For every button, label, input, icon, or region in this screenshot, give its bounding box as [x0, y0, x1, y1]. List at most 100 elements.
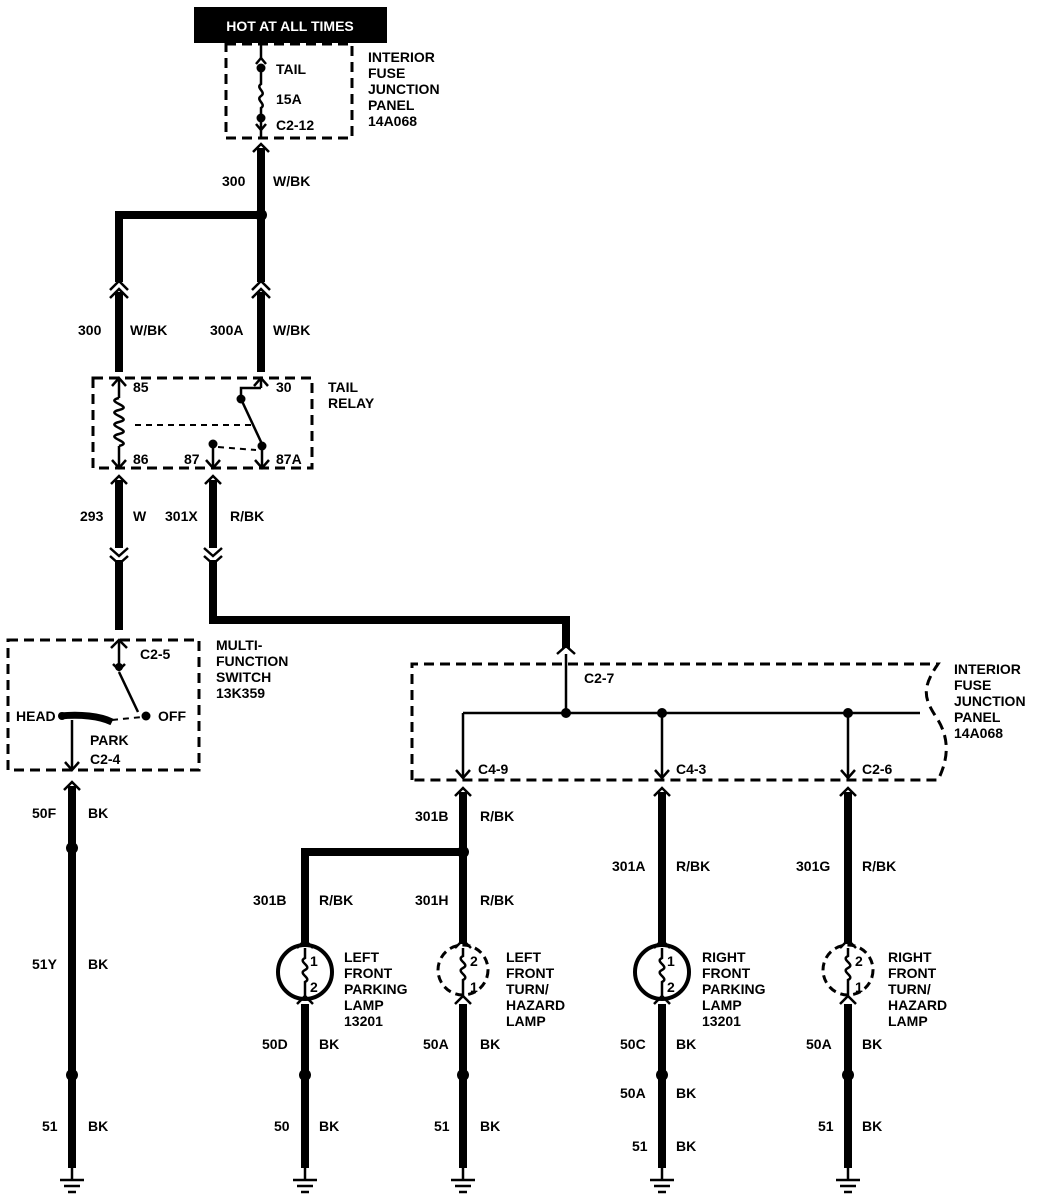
- switch-conn-top: C2-5: [140, 646, 171, 662]
- wire-50a-3-circuit: 50A: [806, 1036, 832, 1052]
- rfp-name-3: PARKING: [702, 981, 766, 997]
- rfp-pin2: 2: [667, 979, 675, 995]
- wire-50a-1-color: BK: [480, 1036, 500, 1052]
- relay-pin-85: 85: [133, 379, 149, 395]
- wire-51-b-color: BK: [480, 1118, 500, 1134]
- wire-300-feed: 300 W/BK: [115, 142, 310, 282]
- branch-301a: 301A R/BK: [612, 786, 710, 944]
- wire-50a-1-circuit: 50A: [423, 1036, 449, 1052]
- rfp-name-5: 13201: [702, 1013, 741, 1029]
- wire-51y-color: BK: [88, 956, 108, 972]
- switch-conn-bottom: C2-4: [90, 751, 121, 767]
- fuse-panel-name-4: PANEL: [368, 97, 415, 113]
- relay-name-2: RELAY: [328, 395, 375, 411]
- panel2-name-5: 14A068: [954, 725, 1003, 741]
- wire-300-left-color: W/BK: [130, 322, 167, 338]
- wire-50f-color: BK: [88, 805, 108, 821]
- switch-name-4: 13K359: [216, 685, 265, 701]
- panel2-name-1: INTERIOR: [954, 661, 1021, 677]
- relay-pin-87: 87: [184, 451, 200, 467]
- wire-50c-color: BK: [676, 1036, 696, 1052]
- switch-name-3: SWITCH: [216, 669, 271, 685]
- rft-pin2: 2: [855, 953, 863, 969]
- wire-50f-circuit: 50F: [32, 805, 57, 821]
- rfp-name-2: FRONT: [702, 965, 751, 981]
- lft-ground-wire: 50A BK 51 BK: [423, 1004, 500, 1194]
- wire-300-color: W/BK: [273, 173, 310, 189]
- wire-301x-color: R/BK: [230, 508, 264, 524]
- rfp-ground-wire: 50C BK 50A BK 51 BK: [620, 1004, 696, 1194]
- right-front-turn-hazard-lamp: 2 1 RIGHT FRONT TURN/ HAZARD LAMP: [821, 938, 947, 1029]
- lfp-name-3: PARKING: [344, 981, 408, 997]
- wire-51-a-color: BK: [88, 1118, 108, 1134]
- rft-name-3: TURN/: [888, 981, 931, 997]
- wire-51y-circuit: 51Y: [32, 956, 58, 972]
- lft-pin2: 2: [470, 953, 478, 969]
- rfp-name-4: LAMP: [702, 997, 742, 1013]
- lfp-pin1: 1: [310, 953, 318, 969]
- fuse-connector-label: C2-12: [276, 117, 314, 133]
- lfp-ground-wire: 50D BK 50 BK: [262, 1004, 339, 1194]
- rft-name-1: RIGHT: [888, 949, 932, 965]
- lft-name-1: LEFT: [506, 949, 541, 965]
- wire-50d-circuit: 50D: [262, 1036, 288, 1052]
- wire-51-b-circuit: 51: [434, 1118, 450, 1134]
- wire-301h-color: R/BK: [480, 892, 514, 908]
- wire-50a-2-circuit: 50A: [620, 1085, 646, 1101]
- rft-name-2: FRONT: [888, 965, 937, 981]
- fuse-panel-name-2: FUSE: [368, 65, 405, 81]
- wire-51-d-color: BK: [862, 1118, 882, 1134]
- switch-ground-wire: 50F BK 51Y BK 51 BK: [32, 780, 108, 1194]
- relay-pin-86: 86: [133, 451, 149, 467]
- rft-name-5: LAMP: [888, 1013, 928, 1029]
- rft-ground-wire: 50A BK 51 BK: [806, 1004, 882, 1194]
- wire-301a-color: R/BK: [676, 858, 710, 874]
- panel2-name-4: PANEL: [954, 709, 1001, 725]
- multi-function-switch: C2-5 HEAD OFF PARK C2-4 MULTI- FUNCTION …: [6, 637, 288, 772]
- lft-name-4: HAZARD: [506, 997, 565, 1013]
- wire-50a-3-color: BK: [862, 1036, 882, 1052]
- wire-301b-left-circuit: 301B: [253, 892, 286, 908]
- fuse-rating-label: 15A: [276, 91, 302, 107]
- rft-name-4: HAZARD: [888, 997, 947, 1013]
- panel2-c27: C2-7: [584, 670, 615, 686]
- lft-name-3: TURN/: [506, 981, 549, 997]
- wire-50a-2-color: BK: [676, 1085, 696, 1101]
- wire-50-color: BK: [319, 1118, 339, 1134]
- relay-name-1: TAIL: [328, 379, 359, 395]
- wire-301b-top-circuit: 301B: [415, 808, 448, 824]
- branch-301b: 301B R/BK 301B R/BK 301H R/BK: [253, 786, 514, 944]
- wire-293-circuit: 293: [80, 508, 104, 524]
- wire-300a-color: W/BK: [273, 322, 310, 338]
- wire-301g-circuit: 301G: [796, 858, 830, 874]
- panel2-name-3: JUNCTION: [954, 693, 1026, 709]
- lfp-name-2: FRONT: [344, 965, 393, 981]
- hot-at-all-times-banner: HOT AT ALL TIMES: [194, 7, 387, 43]
- rfp-name-1: RIGHT: [702, 949, 746, 965]
- wire-301x-circuit: 301X: [165, 508, 198, 524]
- wire-50c-circuit: 50C: [620, 1036, 646, 1052]
- wire-51-a-circuit: 51: [42, 1118, 58, 1134]
- wire-300-circuit: 300: [222, 173, 246, 189]
- switch-name-2: FUNCTION: [216, 653, 288, 669]
- lfp-name-1: LEFT: [344, 949, 379, 965]
- tail-relay: 85 30 86 87 87A TAIL RELAY: [91, 376, 375, 470]
- fuse-panel-top: TAIL 15A C2-12 INTERIOR FUSE JUNCTION PA…: [224, 42, 440, 140]
- fuse-panel-name-5: 14A068: [368, 113, 417, 129]
- lft-pin1: 1: [470, 979, 478, 995]
- switch-off-label: OFF: [158, 708, 186, 724]
- switch-head-label: HEAD: [16, 708, 56, 724]
- panel2-c26: C2-6: [862, 761, 893, 777]
- right-front-parking-lamp: 1 2 RIGHT FRONT PARKING LAMP 13201: [633, 938, 766, 1029]
- branch-301g: 301G R/BK: [796, 786, 896, 944]
- wire-50d-color: BK: [319, 1036, 339, 1052]
- fuse-panel-name-3: JUNCTION: [368, 81, 440, 97]
- wire-293-color: W: [133, 508, 147, 524]
- panel2-c43: C4-3: [676, 761, 707, 777]
- wire-51-d-circuit: 51: [818, 1118, 834, 1134]
- fuse-panel-bottom: C2-7 C4-9 C4-3 C2-6 INTERIOR FUSE JUNCTI…: [410, 654, 1026, 782]
- wire-301b-top-color: R/BK: [480, 808, 514, 824]
- wire-301b-left-color: R/BK: [319, 892, 353, 908]
- left-front-turn-hazard-lamp: 2 1 LEFT FRONT TURN/ HAZARD LAMP: [436, 938, 565, 1029]
